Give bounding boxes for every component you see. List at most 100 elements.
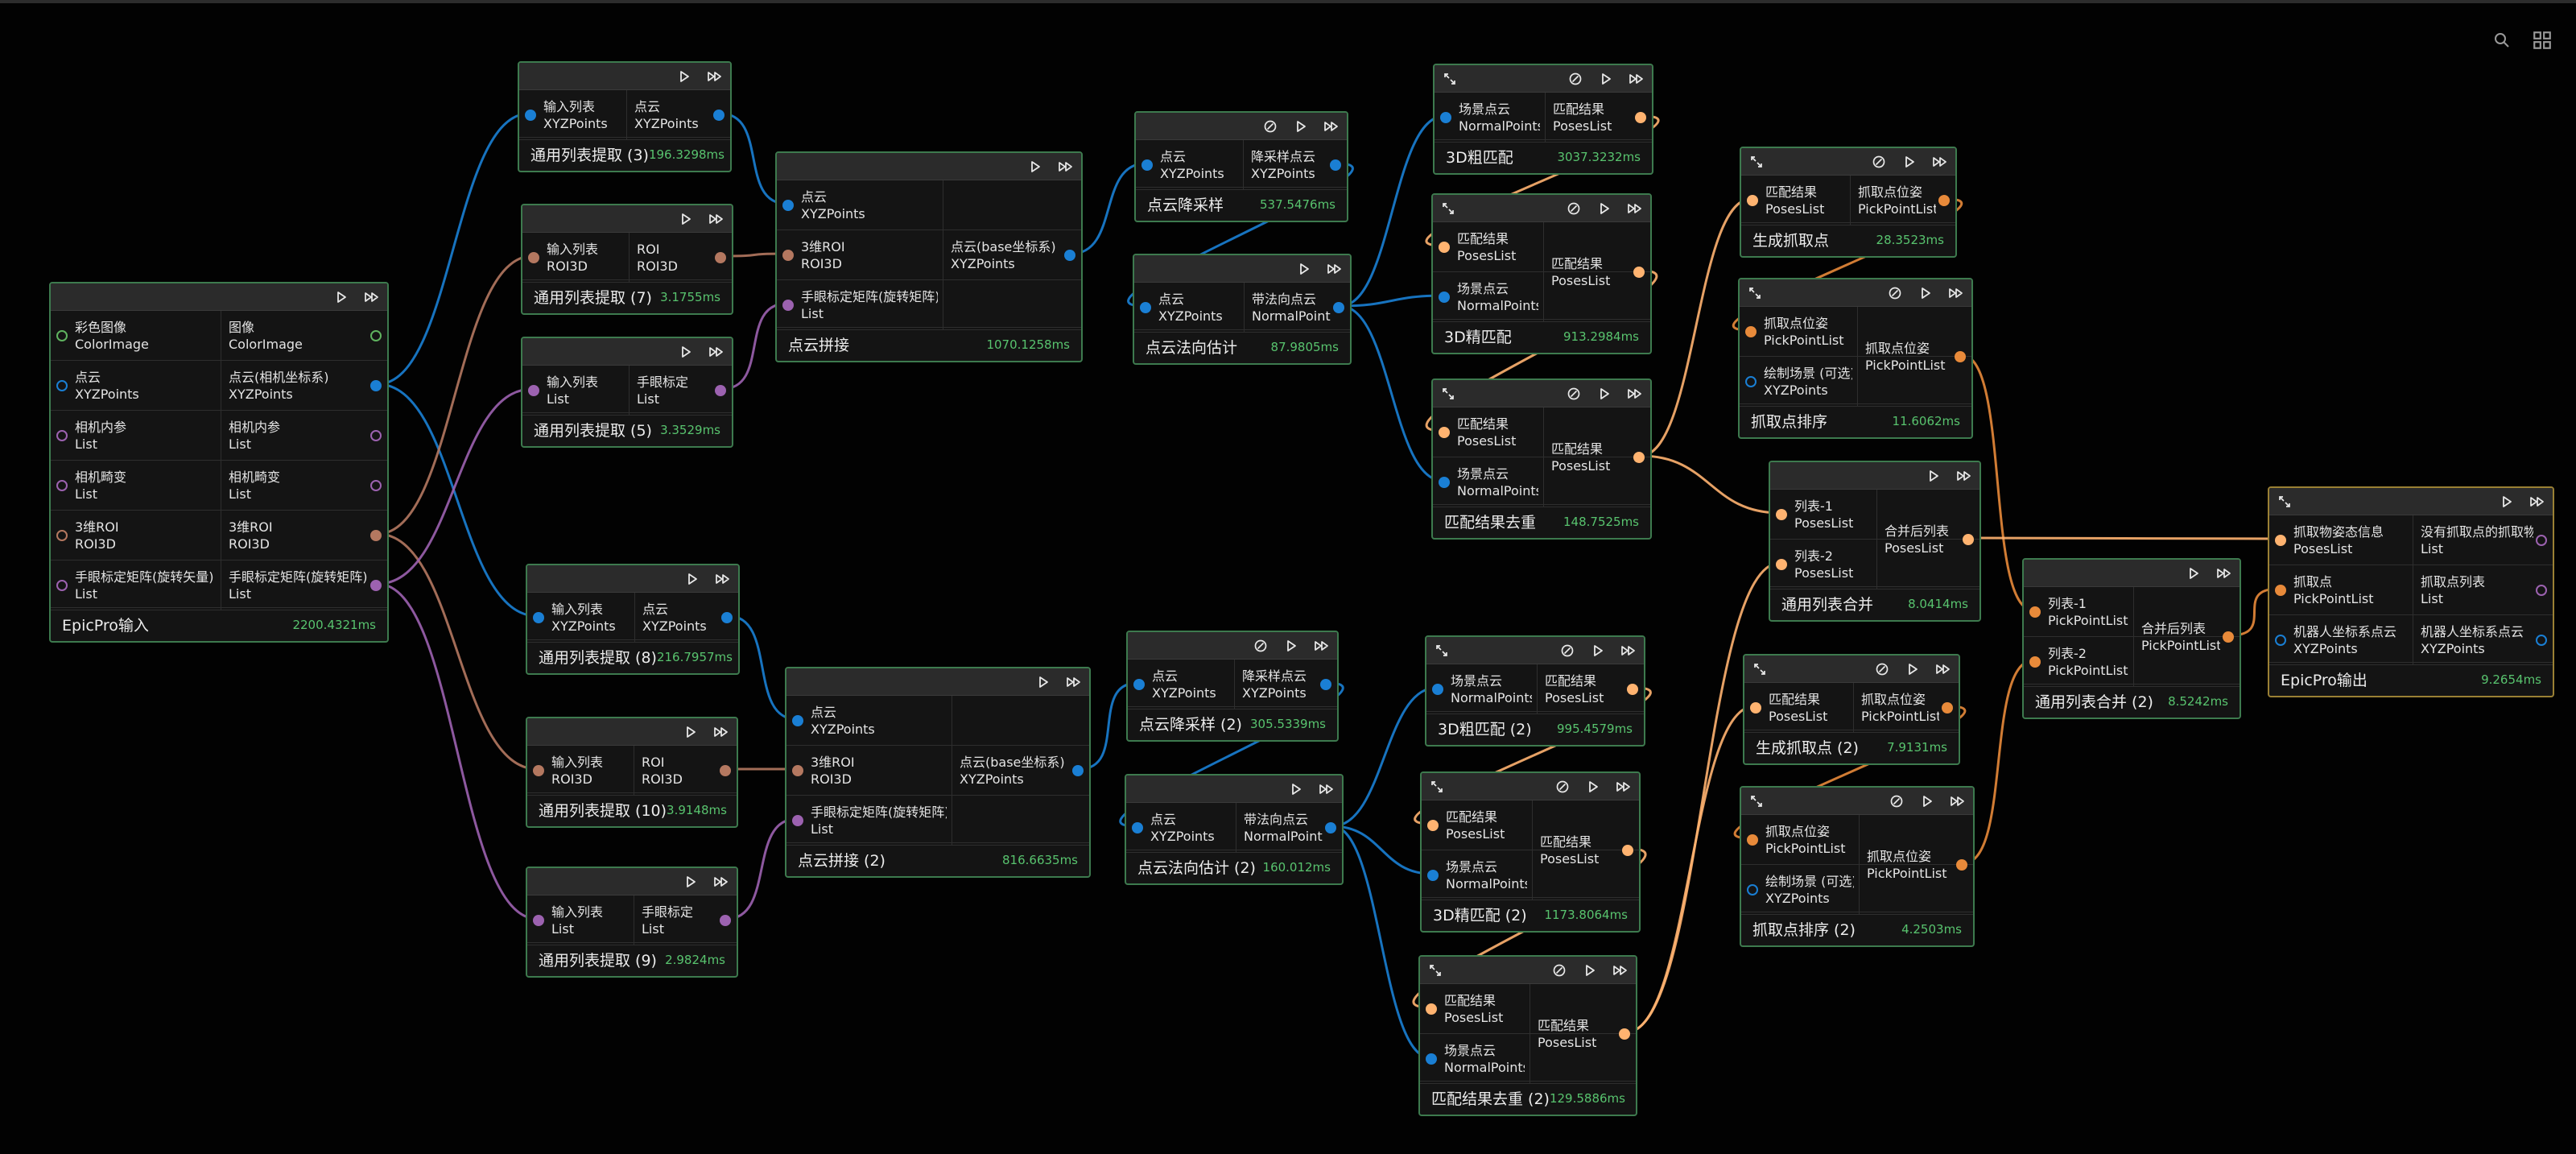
- run-icon[interactable]: [1295, 260, 1313, 278]
- output-port[interactable]: [370, 430, 382, 441]
- run-all-icon[interactable]: [706, 68, 724, 85]
- input-port[interactable]: [792, 715, 803, 726]
- output-port[interactable]: [370, 530, 382, 541]
- output-port[interactable]: [1325, 822, 1336, 833]
- run-all-icon[interactable]: [1931, 153, 1949, 171]
- input-port[interactable]: [1427, 870, 1439, 881]
- input-port[interactable]: [56, 480, 68, 491]
- run-all-icon[interactable]: [714, 570, 732, 588]
- run-icon[interactable]: [1596, 385, 1613, 403]
- input-port[interactable]: [56, 580, 68, 591]
- output-port[interactable]: [1072, 765, 1084, 776]
- run-all-icon[interactable]: [1318, 780, 1335, 798]
- input-port[interactable]: [528, 385, 539, 396]
- run-icon[interactable]: [1925, 467, 1942, 485]
- input-port[interactable]: [533, 612, 544, 623]
- output-port[interactable]: [715, 252, 726, 263]
- input-port[interactable]: [56, 530, 68, 541]
- input-port[interactable]: [2275, 635, 2286, 646]
- output-port[interactable]: [1633, 452, 1645, 463]
- input-port[interactable]: [1439, 477, 1450, 488]
- output-port[interactable]: [1622, 845, 1633, 856]
- expand-icon[interactable]: [1439, 200, 1457, 217]
- settings-icon[interactable]: [1565, 385, 1583, 403]
- settings-icon[interactable]: [1888, 792, 1905, 810]
- run-all-icon[interactable]: [1626, 200, 1644, 217]
- expand-icon[interactable]: [1439, 385, 1457, 403]
- output-port[interactable]: [720, 765, 731, 776]
- input-port[interactable]: [2275, 535, 2286, 546]
- output-port[interactable]: [1635, 112, 1646, 123]
- output-port[interactable]: [1333, 302, 1344, 313]
- output-port[interactable]: [370, 380, 382, 391]
- output-port[interactable]: [1942, 702, 1953, 713]
- input-port[interactable]: [1439, 427, 1450, 438]
- run-all-icon[interactable]: [1949, 792, 1967, 810]
- output-port[interactable]: [1619, 1028, 1630, 1040]
- search-icon[interactable]: [2487, 26, 2516, 55]
- run-all-icon[interactable]: [1326, 260, 1344, 278]
- output-port[interactable]: [1963, 534, 1974, 545]
- run-all-icon[interactable]: [1615, 778, 1633, 796]
- run-icon[interactable]: [1584, 778, 1602, 796]
- run-icon[interactable]: [1901, 153, 1918, 171]
- input-port[interactable]: [782, 250, 794, 261]
- settings-icon[interactable]: [1252, 637, 1269, 655]
- run-icon[interactable]: [1596, 200, 1613, 217]
- run-all-icon[interactable]: [712, 723, 730, 741]
- output-port[interactable]: [1064, 250, 1075, 261]
- input-port[interactable]: [1426, 1003, 1437, 1015]
- run-all-icon[interactable]: [1323, 118, 1340, 135]
- run-all-icon[interactable]: [708, 210, 725, 228]
- input-port[interactable]: [2029, 656, 2041, 668]
- expand-icon[interactable]: [1746, 284, 1764, 302]
- input-port[interactable]: [782, 200, 794, 211]
- input-port[interactable]: [1747, 884, 1758, 895]
- run-all-icon[interactable]: [1612, 962, 1629, 979]
- input-port[interactable]: [2275, 585, 2286, 596]
- output-port[interactable]: [370, 480, 382, 491]
- expand-icon[interactable]: [1433, 642, 1451, 660]
- input-port[interactable]: [1440, 112, 1451, 123]
- input-port[interactable]: [1745, 326, 1757, 337]
- input-port[interactable]: [1439, 292, 1450, 303]
- run-all-icon[interactable]: [363, 288, 381, 306]
- input-port[interactable]: [1432, 684, 1443, 695]
- expand-icon[interactable]: [1748, 792, 1765, 810]
- run-all-icon[interactable]: [712, 873, 730, 891]
- run-icon[interactable]: [677, 210, 695, 228]
- run-icon[interactable]: [1581, 962, 1599, 979]
- output-port[interactable]: [2536, 535, 2547, 546]
- input-port[interactable]: [533, 915, 544, 926]
- run-all-icon[interactable]: [1628, 70, 1645, 88]
- output-port[interactable]: [1938, 195, 1950, 206]
- input-port[interactable]: [1141, 159, 1153, 171]
- input-port[interactable]: [2029, 606, 2041, 618]
- settings-icon[interactable]: [1261, 118, 1279, 135]
- settings-icon[interactable]: [1554, 778, 1571, 796]
- run-icon[interactable]: [1917, 284, 1934, 302]
- input-port[interactable]: [528, 252, 539, 263]
- settings-icon[interactable]: [1565, 200, 1583, 217]
- run-icon[interactable]: [1918, 792, 1936, 810]
- output-port[interactable]: [715, 385, 726, 396]
- input-port[interactable]: [792, 765, 803, 776]
- run-icon[interactable]: [675, 68, 693, 85]
- run-all-icon[interactable]: [1065, 673, 1083, 691]
- input-port[interactable]: [792, 815, 803, 826]
